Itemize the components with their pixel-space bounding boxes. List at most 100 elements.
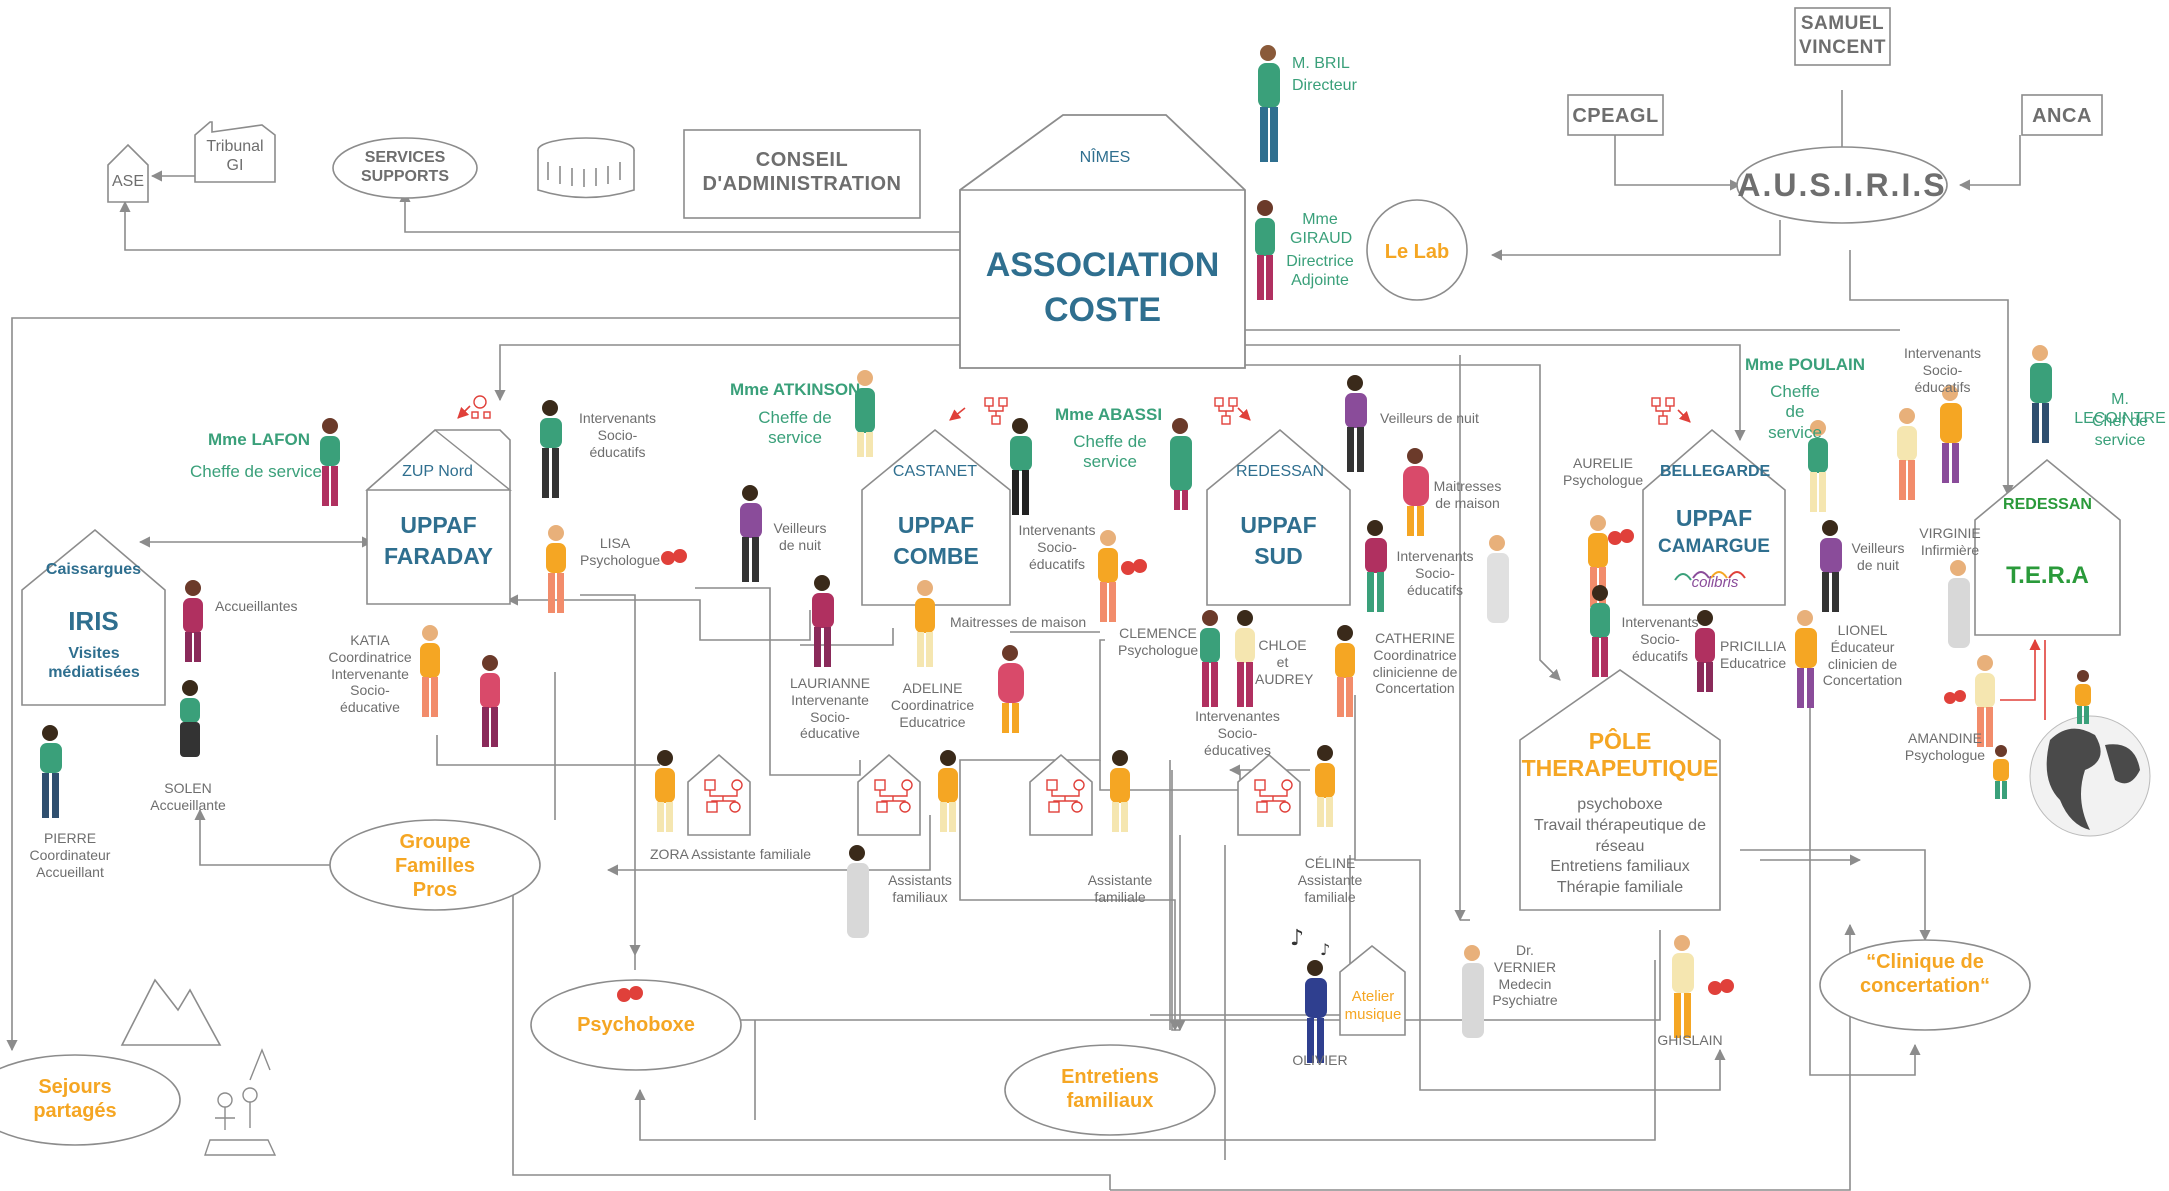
label-catherine: CATHERINE Coordinatrice clinicienne de C…	[1372, 630, 1458, 697]
pole-house	[1519, 669, 1721, 911]
person-lisa	[546, 525, 566, 613]
person-bril	[1258, 45, 1280, 162]
label-adeline: ADELINE Coordinatrice Educatrice	[890, 680, 975, 730]
person-giraud	[1255, 200, 1275, 300]
person-child-1	[2075, 670, 2091, 724]
pole-item: Travail thérapeutique de réseau	[1534, 816, 1706, 855]
house-castanet: CASTANET	[892, 463, 978, 480]
house-combe-2: COMBE	[893, 543, 979, 569]
house-caissargues: Caissargues	[45, 561, 142, 578]
services-supports-ellipse	[332, 137, 478, 199]
house-camargue-1: UPPAF	[1675, 505, 1753, 531]
label-veilleurs-2: Veilleurs de nuit	[1380, 410, 1479, 426]
label-lionel: LIONEL Éducateur clinicien de Concertati…	[1822, 622, 1903, 689]
person-katia-2	[480, 655, 500, 747]
person-maitresse-1	[1403, 448, 1429, 536]
label-accueillantes: Accueillantes	[215, 598, 298, 614]
family-house-2	[857, 753, 921, 836]
label-chloe: CHLOE et AUDREY	[1255, 637, 1314, 687]
poulain-name: Mme POULAIN	[1745, 355, 1865, 374]
person-assistant-3	[1110, 750, 1130, 832]
house-pole-1: PÔLE	[1588, 728, 1652, 754]
connector-lines	[6, 90, 2021, 1191]
person-ghislain	[1672, 935, 1694, 1038]
svg-text:♪: ♪	[1290, 926, 1304, 951]
ase-label: ASE	[111, 173, 144, 190]
ellipse-psychoboxe: Psychoboxe	[577, 1014, 695, 1036]
person-vernier	[1462, 945, 1484, 1038]
ellipse-entretiens: Entretiens familiaux	[1061, 1066, 1159, 1112]
globe-icon	[2029, 715, 2151, 837]
red-arrows	[457, 405, 2046, 720]
atkinson-name: Mme ATKINSON	[730, 380, 861, 399]
ausiris-ellipse	[1736, 146, 1948, 224]
boxing-glove-icons	[617, 529, 1966, 1002]
family-house-4	[1237, 753, 1301, 836]
lecointre-role: Chef de service	[2091, 413, 2149, 450]
label-maitresses-1: Maitresses de maison	[1433, 478, 1502, 511]
iris-house	[21, 528, 166, 706]
association-title-2: COSTE	[1043, 291, 1162, 329]
tribunal-house	[194, 121, 276, 183]
person-lecointre	[2030, 345, 2052, 443]
person-intervenante-sud	[1365, 520, 1387, 612]
person-intervenant-tera-1	[1897, 408, 1917, 500]
sejours-ellipse	[0, 1054, 181, 1146]
person-olivier	[1305, 960, 1327, 1063]
abassi-role: Cheffe de service	[1073, 432, 1147, 472]
person-abassi-left	[1010, 418, 1032, 515]
hikers-icon	[204, 1048, 277, 1156]
person-lafon	[320, 418, 340, 506]
house-camargue-2: CAMARGUE	[1658, 536, 1770, 557]
label-virginie: VIRGINIE Infirmière	[1919, 525, 1981, 558]
ellipse-groupe: Groupe Familles Pros	[394, 831, 476, 901]
le-lab-circle	[1366, 199, 1468, 301]
label-intervenants-3: Intervenants Socio-éducatifs	[1396, 548, 1474, 598]
house-zup-nord: ZUP Nord	[402, 463, 473, 480]
house-redessan-1: REDESSAN	[1235, 463, 1325, 480]
conseil-label: CONSEIL D'ADMINISTRATION	[702, 149, 902, 195]
label-laurianne: LAURIANNE Intervenante Socio-éducative	[790, 675, 871, 742]
person-child-2	[1993, 745, 2009, 799]
house-colibris: colibris	[1691, 574, 1739, 591]
house-iris-sub: Visites médiatisées	[48, 645, 140, 682]
person-intervenant-tera-2	[1940, 385, 1962, 483]
ase-house	[107, 143, 149, 203]
label-amandine: AMANDINE Psychologue	[1904, 730, 1986, 763]
colosseum-icon	[537, 137, 635, 199]
person-lionel	[1795, 610, 1817, 708]
label-aurelie: AURELIE Psychologue	[1563, 455, 1644, 488]
combe-house	[861, 428, 1011, 606]
house-combe-1: UPPAF	[897, 512, 975, 538]
atkinson-role: Cheffe de service	[758, 408, 832, 448]
person-katia	[420, 625, 440, 717]
person-celine	[1315, 745, 1335, 827]
label-lisa: LISA Psychologue	[580, 535, 661, 568]
person-assistant-2	[938, 750, 958, 832]
person-atkinson	[855, 370, 875, 457]
association-title-1: ASSOCIATION	[985, 246, 1220, 284]
bril-role: Directeur	[1292, 77, 1357, 94]
person-pricillia	[1695, 610, 1715, 692]
house-faraday-2: FARADAY	[383, 543, 494, 569]
family-house-3	[1029, 753, 1093, 836]
psychoboxe-ellipse	[530, 979, 742, 1071]
house-sud-2: SUD	[1254, 543, 1303, 569]
family-house-1	[687, 753, 751, 836]
label-zora: ZORA Assistante familiale	[650, 846, 812, 862]
house-pole-2: THERAPEUTIQUE	[1521, 755, 1719, 781]
person-intervenante-b	[1235, 610, 1255, 707]
tera-house	[1974, 458, 2121, 636]
label-veilleurs-3: Veilleurs de nuit	[1851, 540, 1905, 573]
giraud-name: Mme GIRAUD	[1290, 211, 1353, 248]
person-adeline	[915, 580, 935, 667]
house-sud-1: UPPAF	[1240, 512, 1317, 538]
label-olivier: OLIVIER	[1292, 1052, 1348, 1068]
camargue-house	[1642, 428, 1786, 606]
label-assistants-familiaux: Assistants familiaux	[888, 872, 952, 905]
label-pierre: PIERRE Coordinateur Accueillant	[29, 830, 111, 880]
anca-box	[2021, 94, 2103, 136]
lecointre-name: M. LECOINTRE	[2074, 391, 2166, 428]
